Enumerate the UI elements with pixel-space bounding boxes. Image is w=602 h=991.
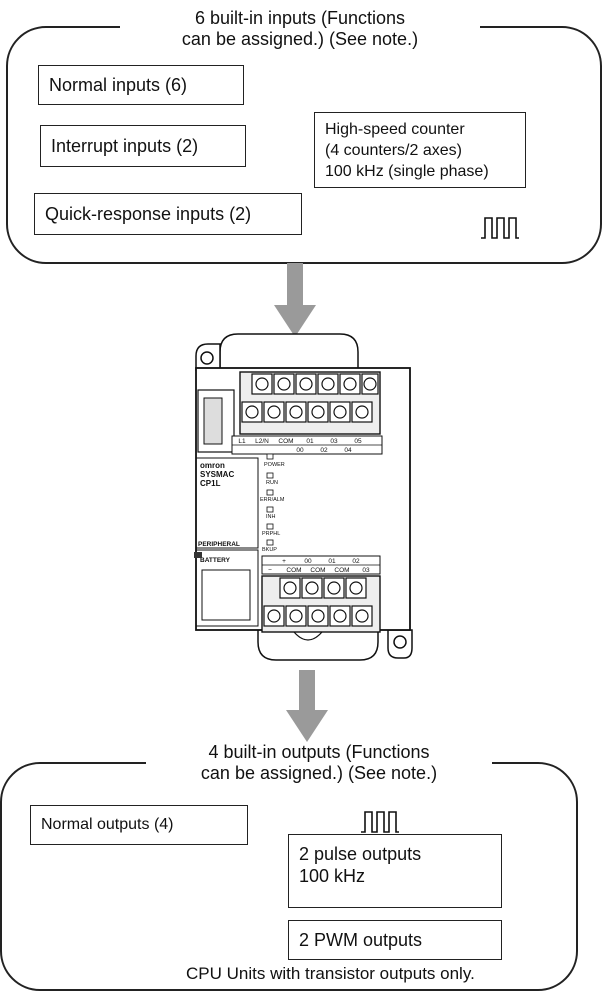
hsc-line1: High-speed counter [325, 121, 465, 138]
indicator-label: BKUP [262, 547, 277, 553]
terminal-label: L1 [238, 438, 246, 445]
terminal-label: L2/N [255, 438, 269, 445]
terminal-label: COM [286, 567, 301, 574]
indicator-label: RUN [266, 480, 278, 486]
peripheral-label: PERIPHERAL [198, 541, 240, 548]
hsc-line2: (4 counters/2 axes) [325, 142, 462, 159]
output-pulse-icon [361, 811, 399, 833]
brand-label: omron [200, 461, 225, 470]
terminal-label: 00 [296, 447, 304, 454]
pulse-outputs-box: 2 pulse outputs 100 kHz [288, 834, 502, 908]
interrupt-inputs-box: Interrupt inputs (2) [40, 125, 246, 167]
terminal-label: 01 [328, 558, 336, 565]
interrupt-inputs-label: Interrupt inputs (2) [51, 135, 199, 156]
high-speed-counter-box: High-speed counter (4 counters/2 axes) 1… [314, 112, 526, 188]
terminal-label: 00 [304, 558, 312, 565]
terminal-label: 03 [362, 567, 370, 574]
model-label: SYSMAC [200, 470, 234, 479]
normal-inputs-box: Normal inputs (6) [38, 65, 244, 105]
terminal-label: 01 [306, 438, 314, 445]
output-arrow-icon [286, 670, 328, 742]
indicator-label: PRPHL [262, 531, 280, 537]
transistor-outputs-note: CPU Units with transistor outputs only. [186, 964, 475, 983]
outputs-title: 4 built-in outputs (Functions can be ass… [146, 742, 492, 784]
hsc-line3: 100 kHz (single phase) [325, 163, 489, 180]
pulse-outputs-line2: 100 kHz [299, 866, 366, 886]
inputs-title-line2: can be assigned.) (See note.) [181, 29, 419, 49]
battery-label: BATTERY [200, 557, 231, 564]
inputs-title: 6 built-in inputs (Functions can be assi… [120, 8, 480, 50]
indicator-label: INH [266, 514, 276, 520]
pwm-outputs-label: 2 PWM outputs [299, 929, 423, 950]
input-pulse-icon [481, 217, 519, 239]
indicator-label: ERR/ALM [260, 497, 285, 503]
terminal-label: COM [334, 567, 349, 574]
pulse-outputs-line1: 2 pulse outputs [299, 844, 422, 864]
indicator-label: POWER [264, 462, 285, 468]
terminal-label: COM [278, 438, 293, 445]
normal-inputs-label: Normal inputs (6) [49, 74, 188, 95]
outputs-title-line1: 4 built-in outputs (Functions [208, 742, 430, 762]
normal-outputs-box: Normal outputs (4) [30, 805, 248, 845]
terminal-label: − [268, 567, 272, 574]
pwm-outputs-box: 2 PWM outputs [288, 920, 502, 960]
inputs-title-line1: 6 built-in inputs (Functions [194, 8, 406, 28]
outputs-title-line2: can be assigned.) (See note.) [200, 763, 438, 783]
normal-outputs-label: Normal outputs (4) [41, 816, 174, 833]
quick-response-inputs-box: Quick-response inputs (2) [34, 193, 302, 235]
terminal-label: 02 [352, 558, 360, 565]
terminal-label: + [282, 558, 286, 565]
input-arrow-icon [274, 263, 316, 337]
quick-response-inputs-label: Quick-response inputs (2) [45, 203, 252, 224]
terminal-label: 05 [354, 438, 362, 445]
terminal-label: 03 [330, 438, 338, 445]
model-label: CP1L [200, 479, 221, 488]
cpu-unit-illustration: L1 L2/N COM 01 03 05 00 02 04 omron SYSM… [194, 333, 413, 661]
terminal-label: COM [310, 567, 325, 574]
terminal-label: 04 [344, 447, 352, 454]
terminal-label: 02 [320, 447, 328, 454]
